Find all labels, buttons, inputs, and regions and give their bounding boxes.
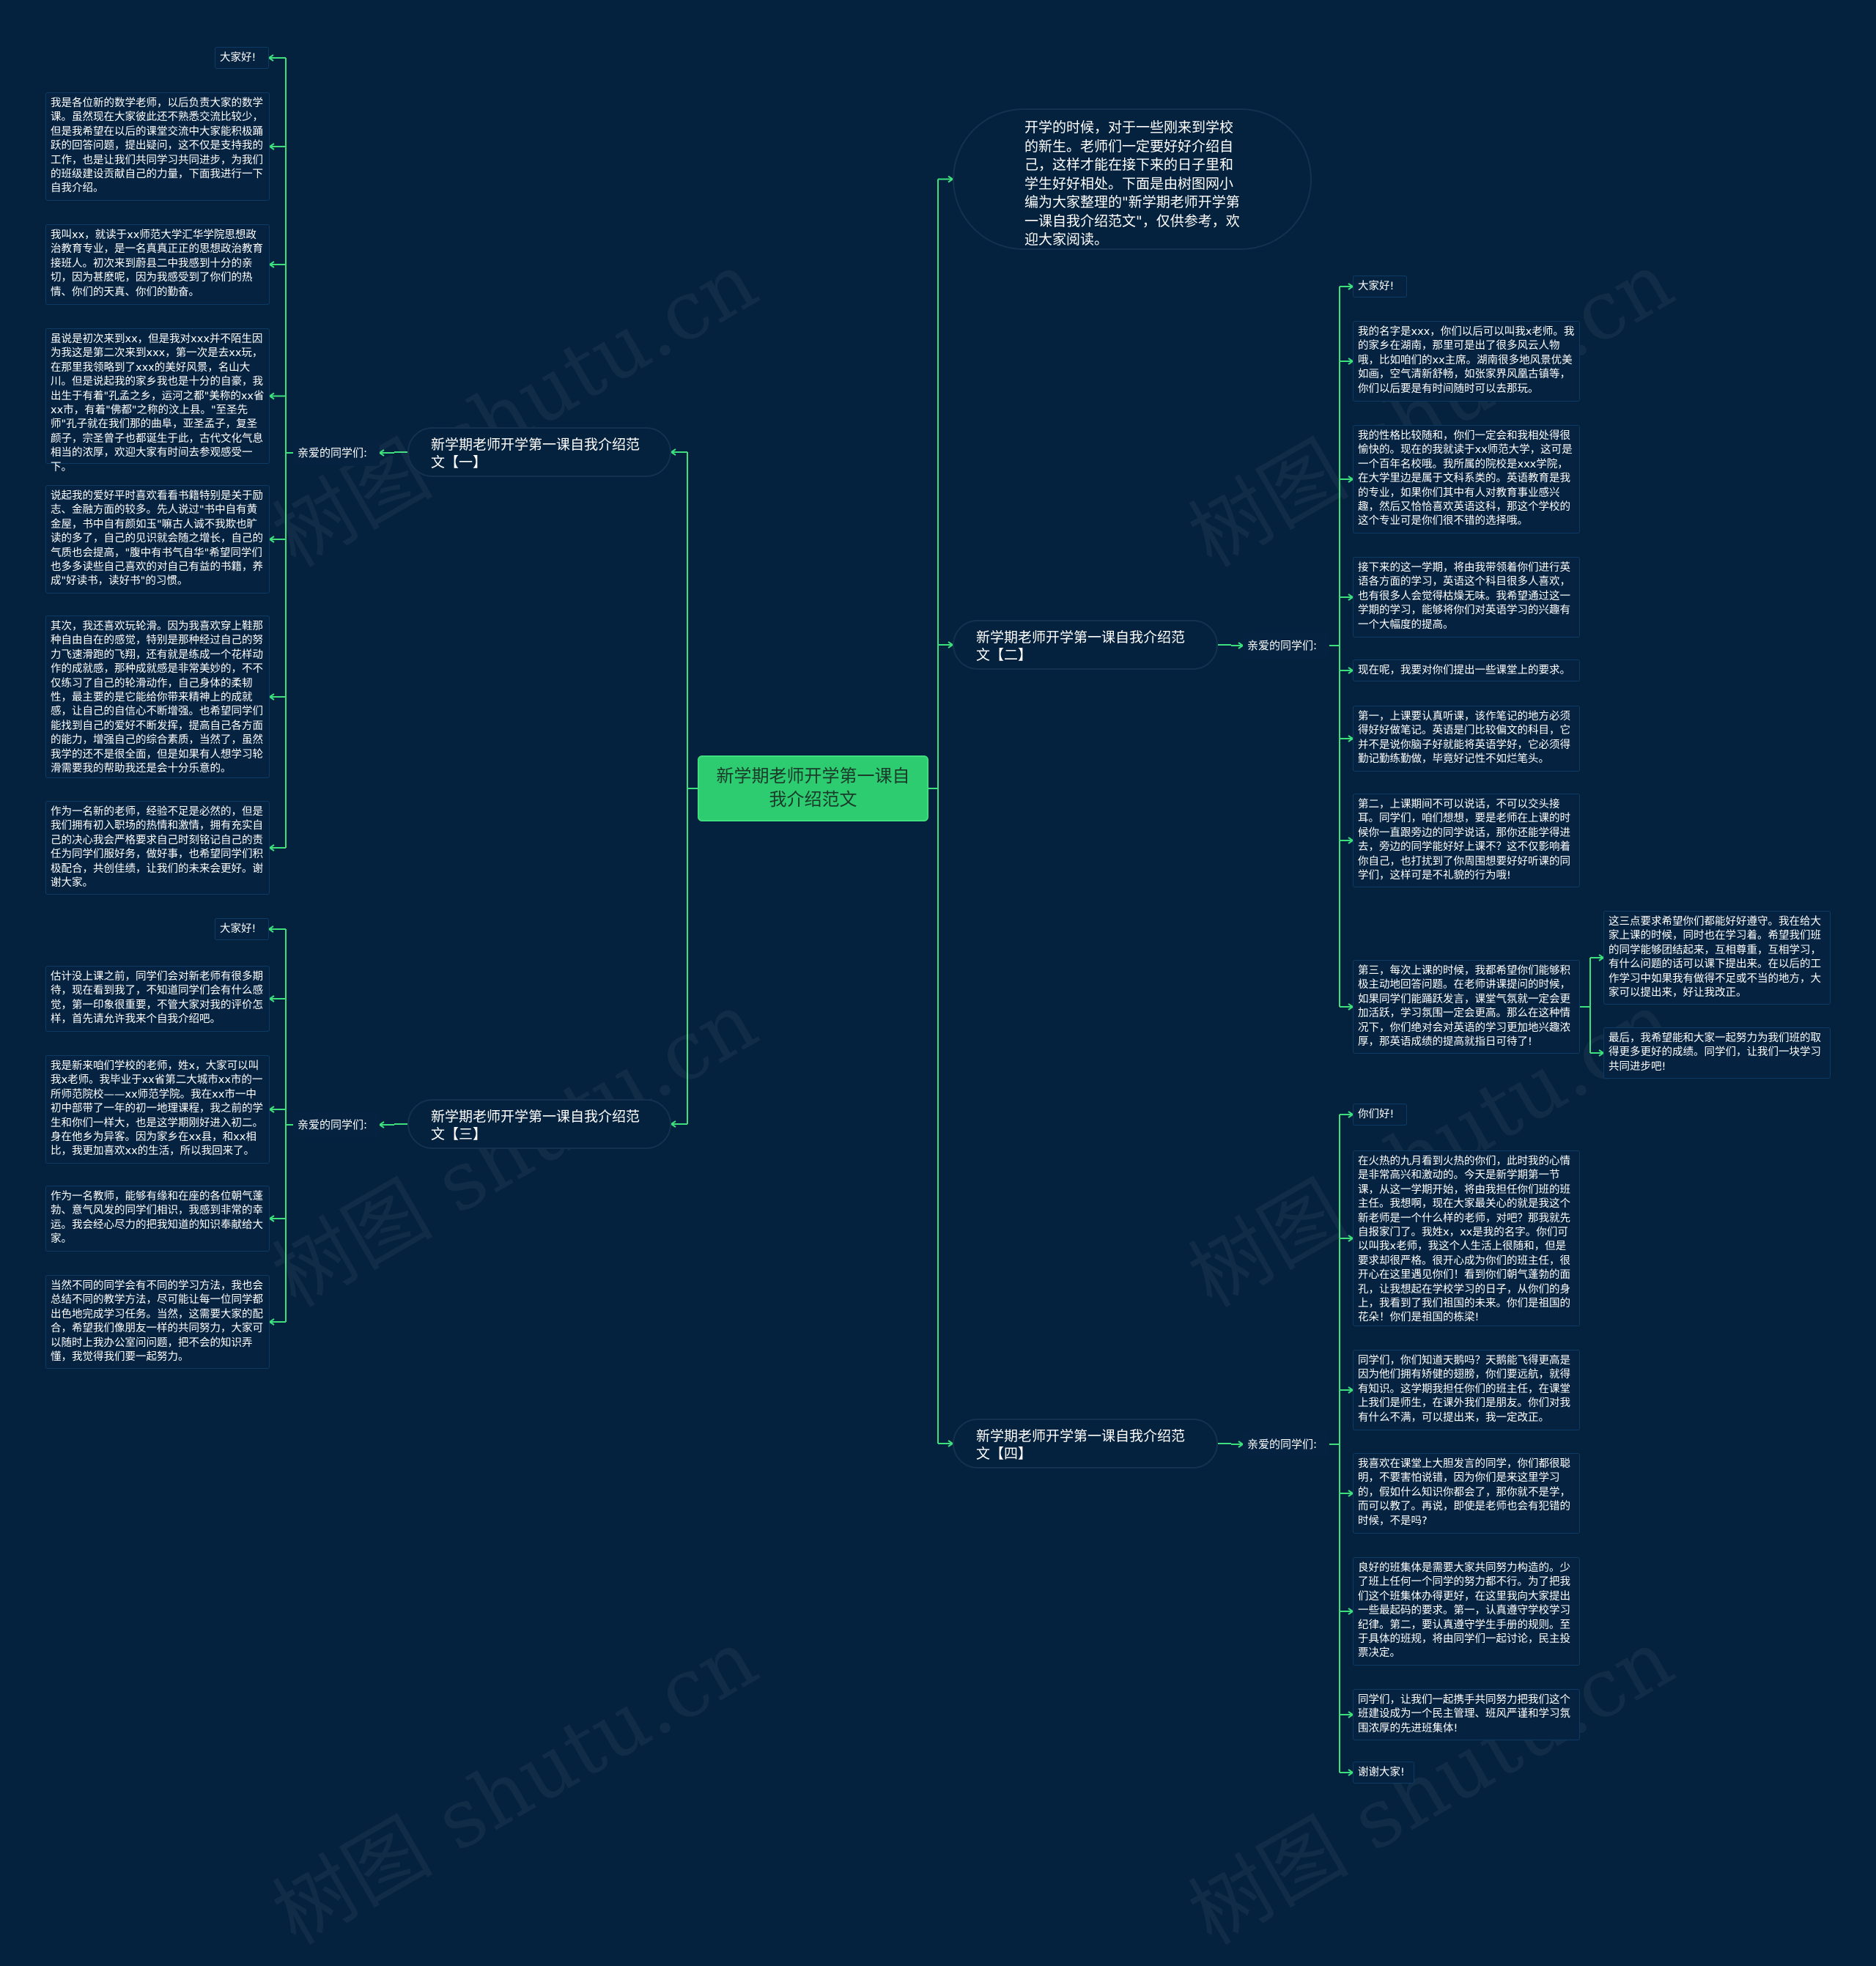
leaf-text: 我的性格比较随和，你们一定会和我相处得很愉快的。现在的我就读于xx师范大学，这可… [1358,430,1573,528]
leaf-note[interactable]: 说起我的爱好平时喜欢看看书籍特别是关于励志、金融方面的较多。先人说过"书中自有黄… [45,485,270,594]
leaf-text: 我喜欢在课堂上大胆发言的同学，你们都很聪明，不要害怕说错，因为你们是来这里学习的… [1358,1458,1570,1527]
leaf-note[interactable]: 同学们，让我们一起携手共同努力把我们这个班建设成为一个民主管理、班风严谨和学习氛… [1353,1689,1580,1740]
leaf-note[interactable]: 你们好! [1353,1104,1407,1126]
leaf-note[interactable]: 我是各位新的数学老师，以后负责大家的数学课。虽然现在大家彼此还不熟悉交流比较少，… [45,92,270,201]
leaf-note[interactable]: 估计没上课之前，同学们会对新老师有很多期待，现在看到我了，不知道同学们会有什么感… [45,966,270,1032]
leaf-text: 大家好! [220,52,256,64]
subtopic-label[interactable]: 亲爱的同学们: [1243,1431,1329,1457]
leaf-text: 现在呢，我要对你们提出一些课堂上的要求。 [1358,665,1570,676]
watermark: 树图 shutu.cn [258,1611,772,1962]
leaf-note[interactable]: 我的名字是xxx，你们以后可以叫我x老师。我的家乡在湖南，那里可是出了很多风云人… [1353,321,1580,402]
leaf-text: 说起我的爱好平时喜欢看看书籍特别是关于励志、金融方面的较多。先人说过"书中自有黄… [51,490,263,588]
subtopic-label[interactable]: 亲爱的同学们: [1243,632,1329,659]
leaf-text: 其次，我还喜欢玩轮滑。因为我喜欢穿上鞋那种自由自在的感觉，特别是那种经过自己的努… [51,621,263,775]
leaf-note[interactable]: 大家好! [215,47,269,69]
connector-arrow [268,1215,275,1222]
leaf-note[interactable]: 作为一名教师，能够有缘和在座的各位朝气蓬勃、意气风发的同学们相识，我感到非常的幸… [45,1186,270,1252]
connector-lines [267,54,1605,1776]
leaf-note[interactable]: 我是新来咱们学校的老师，姓x，大家可以叫我x老师。我毕业于xx省第二大城市xx市… [45,1055,270,1164]
leaf-note[interactable]: 当然不同的同学会有不同的学习方法，我也会总结不同的教学方法，尽可能让每一位同学都… [45,1275,270,1369]
subtopic-text: 亲爱的同学们: [1247,1438,1318,1451]
leaf-note[interactable]: 我喜欢在课堂上大胆发言的同学，你们都很聪明，不要害怕说错，因为你们是来这里学习的… [1353,1453,1580,1534]
subtopic-label[interactable]: 亲爱的同学们: [293,1112,380,1138]
leaf-note[interactable]: 现在呢，我要对你们提出一些课堂上的要求。 [1353,659,1580,681]
connector-arrow [268,1318,275,1326]
watermark: 树图 shutu.cn [258,234,772,585]
connector-arrow [378,1121,385,1128]
leaf-text: 估计没上课之前，同学们会对新老师有很多期待，现在看到我了，不知道同学们会有什么感… [51,971,263,1026]
leaf-text: 作为一名教师，能够有缘和在座的各位朝气蓬勃、意气风发的同学们相识，我感到非常的幸… [51,1191,263,1246]
leaf-note[interactable]: 大家好! [1353,276,1407,298]
leaf-text: 我是各位新的数学老师，以后负责大家的数学课。虽然现在大家彼此还不熟悉交流比较少，… [51,97,263,195]
branch-topic-4[interactable]: 新学期老师开学第一课自我介绍范文【四】 [953,1419,1218,1468]
connector-arrow [268,844,275,851]
leaf-note[interactable]: 虽说是初次来到xx，但是我对xxx并不陌生因为我这是第二次来到xxx，第一次是去… [45,328,270,473]
leaf-text: 你们好! [1358,1109,1395,1120]
leaf-note[interactable]: 第二，上课期间不可以说话，不可以交头接耳。同学们，咱们想想，要是老师在上课的时候… [1353,794,1580,887]
connector-arrow [268,995,275,1002]
subtopic-label[interactable]: 亲爱的同学们: [293,440,380,466]
leaf-text: 我是新来咱们学校的老师，姓x，大家可以叫我x老师。我毕业于xx省第二大城市xx市… [51,1060,263,1158]
leaf-note[interactable]: 其次，我还喜欢玩轮滑。因为我喜欢穿上鞋那种自由自在的感觉，特别是那种经过自己的努… [45,616,270,778]
leaf-text: 在火热的九月看到火热的你们，此时我的心情是非常高兴和激动的。今天是新学期第一节课… [1358,1156,1570,1324]
root-title: 新学期老师开学第一课自我介绍范文 [716,766,910,810]
leaf-note[interactable]: 我的性格比较随和，你们一定会和我相处得很愉快的。现在的我就读于xx师范大学，这可… [1353,425,1580,533]
leaf-note[interactable]: 我叫xx，就读于xx师范大学汇华学院思想政治教育专业，是一名真真正正的思想政治教… [45,224,270,305]
subtopic-text: 亲爱的同学们: [1247,639,1318,652]
connector-arrow [268,1106,275,1113]
leaf-text: 同学们，你们知道天鹅吗？天鹅能飞得更高是因为他们拥有矫健的翅膀，你们要远航，就得… [1358,1355,1570,1424]
leaf-text: 虽说是初次来到xx，但是我对xxx并不陌生因为我这是第二次来到xxx，第一次是去… [51,333,265,473]
leaf-text: 我的名字是xxx，你们以后可以叫我x老师。我的家乡在湖南，那里可是出了很多风云人… [1358,326,1575,395]
connector-arrow [267,925,274,933]
branch-topic-3[interactable]: 新学期老师开学第一课自我介绍范文【三】 [407,1099,671,1149]
leaf-text: 大家好! [1358,281,1395,292]
branch-title: 新学期老师开学第一课自我介绍范文【一】 [431,437,640,470]
connector-arrow [670,1120,676,1128]
leaf-text: 大家好! [220,923,256,935]
leaf-note[interactable]: 第三，每次上课的时候，我都希望你们能够积极主动地回答问题。在老师讲课提问的时候，… [1353,960,1580,1054]
leaf-note[interactable]: 最后，我希望能和大家一起努力为我们班的取得更多更好的成绩。同学们，让我们一块学习… [1603,1027,1831,1079]
branch-title: 新学期老师开学第一课自我介绍范文【二】 [976,629,1186,663]
leaf-text: 最后，我希望能和大家一起努力为我们班的取得更多更好的成绩。同学们，让我们一块学习… [1609,1032,1821,1073]
leaf-text: 这三点要求希望你们都能好好遵守。我在给大家上课的时候，同时也在学习着。希望我们班… [1609,916,1821,999]
leaf-note[interactable]: 作为一名新的老师，经验不足是必然的，但是我们拥有初入职场的热情和激情，拥有充实自… [45,801,270,895]
subtopic-text: 亲爱的同学们: [298,446,368,459]
leaf-text: 第三，每次上课的时候，我都希望你们能够积极主动地回答问题。在老师讲课提问的时候，… [1358,965,1570,1049]
leaf-text: 良好的班集体是需要大家共同努力构造的。少了班上任何一个同学的努力都不行。为了把我… [1358,1562,1570,1660]
connector-arrow [268,392,275,400]
leaf-text: 第二，上课期间不可以说话，不可以交头接耳。同学们，咱们想想，要是老师在上课的时候… [1358,799,1570,882]
root-topic[interactable]: 新学期老师开学第一课自我介绍范文 [698,755,928,821]
leaf-text: 当然不同的同学会有不同的学习方法，我也会总结不同的教学方法，尽可能让每一位同学都… [51,1280,263,1364]
intro-text: 开学的时候，对于一些刚来到学校的新生。老师们一定要好好介绍自己，这样才能在接下来… [1024,119,1240,248]
branch-topic-1[interactable]: 新学期老师开学第一课自我介绍范文【一】 [407,427,671,477]
leaf-note[interactable]: 这三点要求希望你们都能好好遵守。我在给大家上课的时候，同时也在学习着。希望我们班… [1603,911,1831,1005]
connector-arrow [268,536,275,543]
connector-arrow [268,261,275,268]
connector-arrow [670,448,676,456]
branch-title: 新学期老师开学第一课自我介绍范文【四】 [976,1428,1186,1462]
leaf-note[interactable]: 大家好! [215,918,269,940]
connector-arrow [267,54,274,62]
branch-title: 新学期老师开学第一课自我介绍范文【三】 [431,1109,640,1142]
leaf-note[interactable]: 接下来的这一学期，将由我带领着你们进行英语各方面的学习，英语这个科目很多人喜欢，… [1353,557,1580,638]
leaf-note[interactable]: 谢谢大家! [1353,1762,1414,1784]
leaf-text: 我叫xx，就读于xx师范大学汇华学院思想政治教育专业，是一名真真正正的思想政治教… [51,229,263,298]
subtopic-text: 亲爱的同学们: [298,1118,368,1131]
leaf-text: 谢谢大家! [1358,1767,1405,1778]
leaf-text: 接下来的这一学期，将由我带领着你们进行英语各方面的学习，英语这个科目很多人喜欢，… [1358,562,1570,631]
leaf-text: 第一，上课要认真听课，该作笔记的地方必须得好好做笔记。英语是门比较偏文的科目，它… [1358,711,1570,766]
leaf-text: 同学们，让我们一起携手共同努力把我们这个班建设成为一个民主管理、班风严谨和学习氛… [1358,1694,1570,1734]
connector-arrow [268,693,275,701]
leaf-note[interactable]: 同学们，你们知道天鹅吗？天鹅能飞得更高是因为他们拥有矫健的翅膀，你们要远航，就得… [1353,1350,1580,1430]
intro-bubble[interactable]: 开学的时候，对于一些刚来到学校的新生。老师们一定要好好介绍自己，这样才能在接下来… [953,108,1312,250]
leaf-note[interactable]: 在火热的九月看到火热的你们，此时我的心情是非常高兴和激动的。今天是新学期第一节课… [1353,1150,1580,1326]
leaf-text: 作为一名新的老师，经验不足是必然的，但是我们拥有初入职场的热情和激情，拥有充实自… [51,806,263,890]
leaf-note[interactable]: 良好的班集体是需要大家共同努力构造的。少了班上任何一个同学的努力都不行。为了把我… [1353,1557,1580,1666]
connector-arrow [378,449,385,457]
connector-arrow [268,143,275,150]
branch-topic-2[interactable]: 新学期老师开学第一课自我介绍范文【二】 [953,620,1218,670]
leaf-note[interactable]: 第一，上课要认真听课，该作笔记的地方必须得好好做笔记。英语是门比较偏文的科目，它… [1353,706,1580,772]
